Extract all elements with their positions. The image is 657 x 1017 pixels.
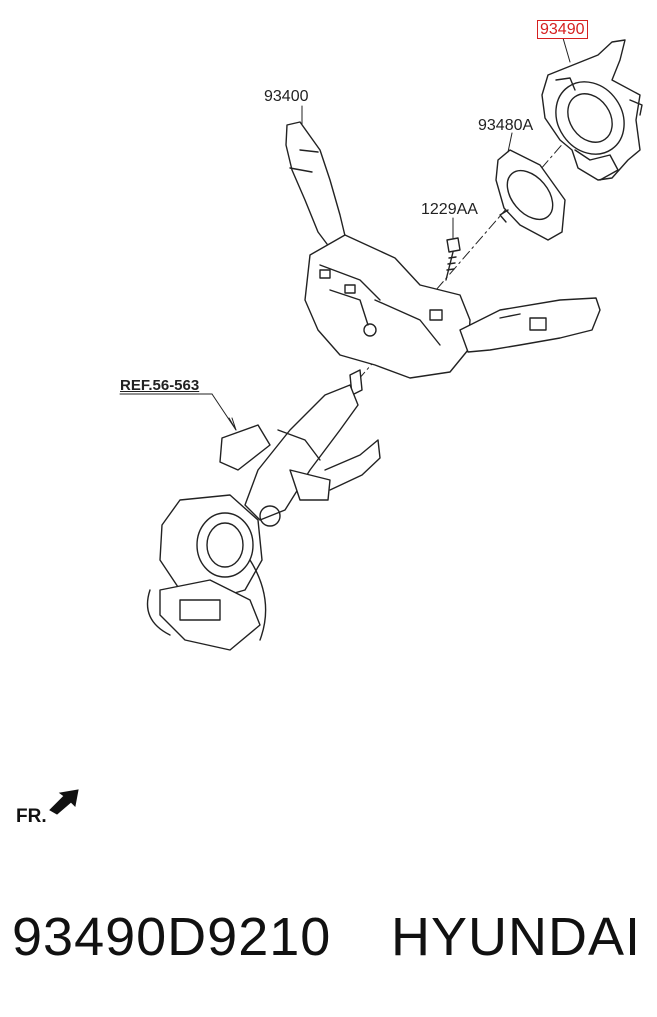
callout-93480a: 93480A xyxy=(478,117,534,134)
screw-part xyxy=(445,237,461,281)
clock-spring-plate-part xyxy=(495,149,566,241)
brand-name: HYUNDAI xyxy=(391,907,642,967)
front-label: FR. xyxy=(16,806,47,827)
part-number: 93490D9210 xyxy=(12,907,332,967)
clock-spring-part xyxy=(541,39,643,181)
steering-motor xyxy=(146,494,267,651)
callout-93490[interactable]: 93490 xyxy=(537,20,588,39)
parts-diagram xyxy=(49,37,643,815)
front-arrow-icon xyxy=(49,789,79,815)
left-stalk xyxy=(285,121,347,249)
steering-column xyxy=(219,369,381,527)
callout-reference[interactable]: REF.56-563 xyxy=(120,377,200,394)
callout-93400: 93400 xyxy=(264,88,309,105)
callout-1229aa: 1229AA xyxy=(421,201,478,218)
switch-body xyxy=(304,234,471,379)
right-stalk xyxy=(459,297,601,353)
